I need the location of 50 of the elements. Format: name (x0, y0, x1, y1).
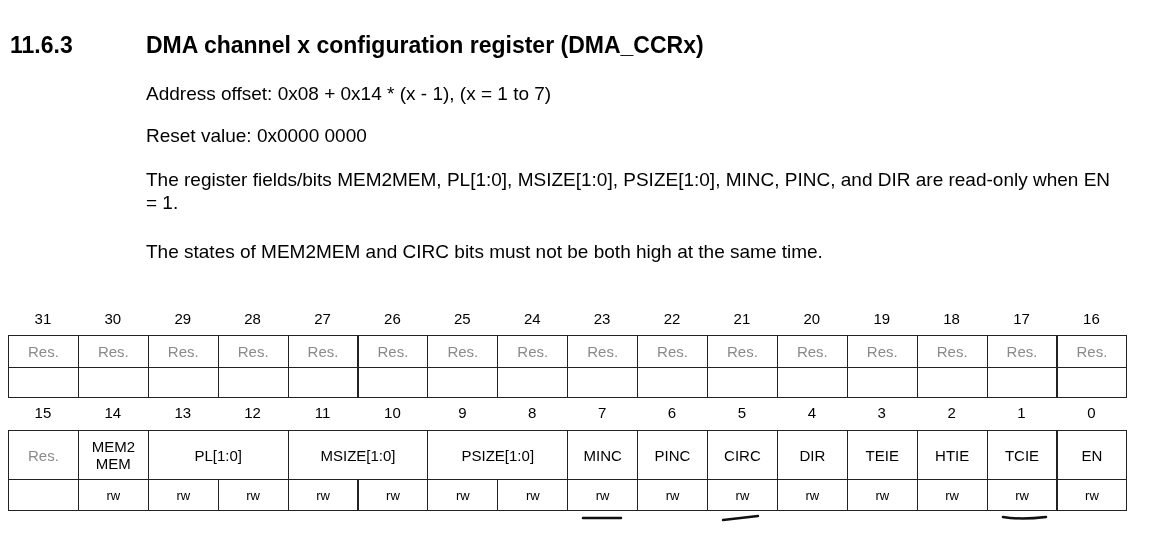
reserved-bit: Res. (287, 335, 359, 368)
access-type: rw (986, 479, 1058, 511)
bit-number: 1 (1016, 404, 1027, 421)
reserved-bit: Res. (986, 335, 1058, 368)
paragraph: Address offset: 0x08 + 0x14 * (x - 1), (x = 1 to 7) (146, 82, 553, 105)
bit-number: 22 (662, 310, 682, 327)
bit-number: 17 (1012, 310, 1031, 327)
bit-number: 30 (103, 310, 123, 327)
field-name: EN (1056, 430, 1128, 480)
paragraph: Reset value: 0x0000 0000 (146, 124, 368, 147)
bit-number: 7 (596, 404, 608, 421)
bit-number: 4 (806, 404, 817, 421)
bit-number: 5 (736, 404, 748, 421)
bit-number: 0 (1086, 404, 1097, 421)
bit-number: 6 (666, 404, 678, 421)
section-title: DMA channel x configuration register (DMA_CCRx) (146, 32, 704, 59)
bit-number: 11 (313, 404, 332, 421)
bit-number: 16 (1082, 310, 1101, 327)
reserved-bit: Res. (8, 430, 79, 480)
bit-number: 27 (313, 310, 332, 327)
bit-number: 24 (522, 310, 542, 327)
bit-number: 19 (872, 310, 892, 327)
paragraph: The states of MEM2MEM and CIRC bits must not be both high at the same time. (146, 240, 824, 263)
bit-number: 28 (243, 310, 262, 327)
bit-number: 15 (33, 404, 53, 421)
bit-number: 25 (453, 310, 472, 327)
bit-number: 31 (33, 310, 53, 327)
reserved-bit: Res. (357, 335, 429, 368)
access-type: rw (287, 479, 359, 511)
bit-number: 23 (592, 310, 612, 327)
access-type: rw (357, 479, 429, 511)
paragraph: The register fields/bits MEM2MEM, PL[1:0], MSIZE[1:0], PSIZE[1:0], MINC, PINC, and DIR are read-only when EN = 1. (146, 168, 1112, 214)
bit-number: 3 (876, 404, 887, 421)
bit-number: 20 (802, 310, 822, 327)
reserved-bit: Res. (8, 335, 79, 368)
bit-number: 9 (457, 404, 468, 421)
field-name: TCIE (986, 430, 1058, 480)
bit-number: 2 (946, 404, 957, 421)
bit-number: 12 (243, 404, 262, 421)
bit-number: 26 (383, 310, 402, 327)
bit-number: 29 (173, 310, 193, 327)
access-type: rw (1056, 479, 1128, 511)
section-number: 11.6.3 (10, 32, 73, 59)
bit-number: 10 (383, 404, 402, 421)
bit-number: 13 (173, 404, 193, 421)
reserved-bit: Res. (1056, 335, 1128, 368)
bit-number: 21 (732, 310, 752, 327)
bit-number: 14 (103, 404, 123, 421)
bit-number: 8 (527, 404, 538, 421)
bit-number: 18 (942, 310, 961, 327)
